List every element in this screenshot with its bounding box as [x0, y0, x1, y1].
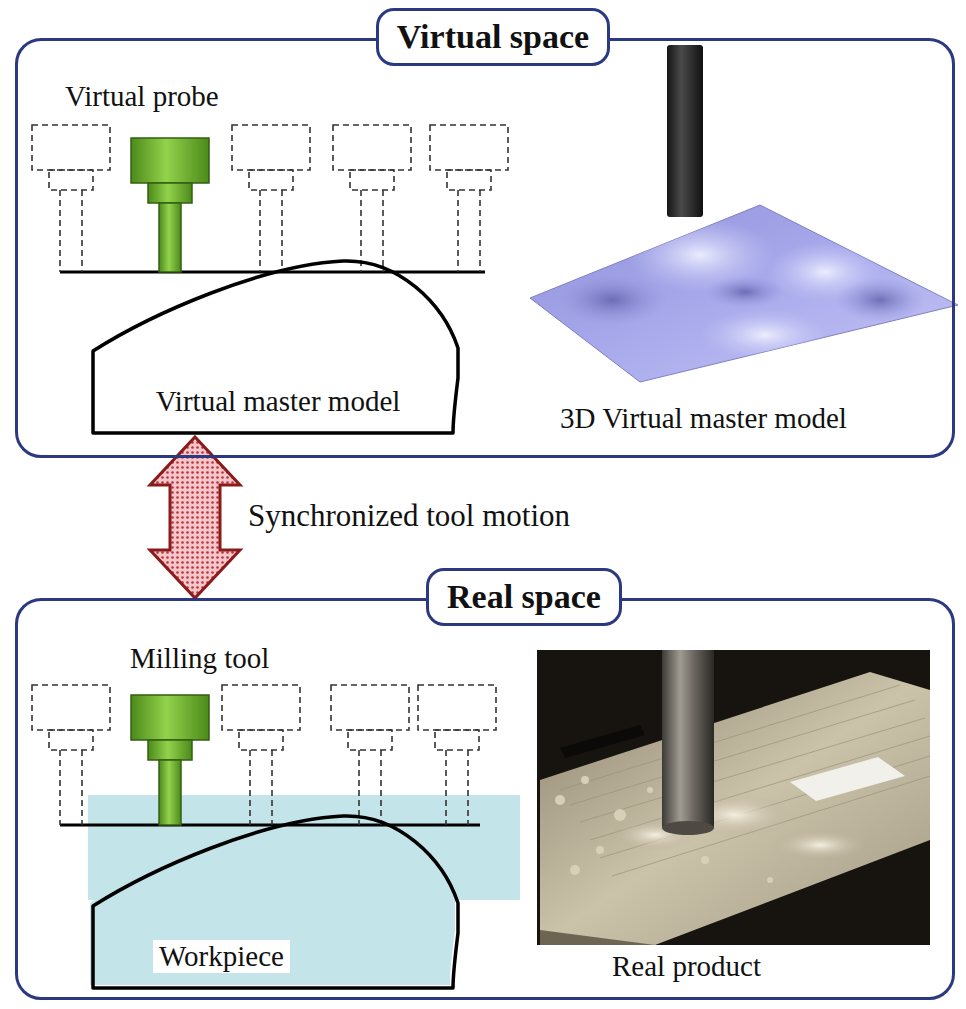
probe-outline-part: [32, 125, 110, 170]
tool-outline-part: [467, 750, 469, 825]
tool-path-line-part: [60, 824, 480, 827]
surface-model: [530, 45, 958, 382]
probe-outline-part: [232, 125, 310, 170]
surface-model-part: [530, 205, 958, 382]
probe-outline-part: [360, 190, 362, 272]
milling-tool-symbol: [131, 695, 209, 825]
tool-outline-part: [348, 730, 392, 750]
probe-outline-part: [457, 190, 459, 272]
probe-outline-part: [59, 190, 61, 272]
probe-outline-part: [333, 125, 411, 170]
caption-label: Milling tool: [130, 642, 269, 675]
panel-heading: Real space: [447, 577, 601, 616]
virtual-probe-symbol-part: [148, 183, 192, 203]
product-photo-part-part-part: [570, 700, 915, 805]
tool-outline-part: [271, 750, 273, 825]
product-photo-part-part-part: [581, 776, 589, 784]
probe-outline-part: [350, 170, 394, 190]
caption-label: 3D Virtual master model: [560, 402, 847, 435]
probe-outline: [32, 125, 508, 272]
virtual-probe-symbol-part: [131, 138, 209, 183]
tool-outline-part: [49, 730, 93, 750]
model-label: Virtual master model: [156, 385, 401, 418]
product-photo-part-part: [790, 757, 905, 801]
tool-outline: [32, 685, 496, 825]
probe-outline-part: [447, 170, 491, 190]
tool-path-line: [60, 272, 485, 825]
product-photo-part-part: [560, 685, 930, 876]
tool-outline-part: [380, 750, 382, 825]
panel-heading: Virtual space: [397, 17, 589, 56]
product-photo-part-part: [540, 930, 655, 945]
product-photo-part-part-part: [701, 856, 709, 864]
product-photo-part-part: [540, 672, 930, 945]
product-photo-part-part-part: [614, 809, 626, 821]
product-photo-part-part: [662, 650, 714, 828]
caption-label: Virtual probe: [65, 80, 219, 113]
probe-outline-part: [249, 170, 293, 190]
tool-outline-part: [418, 685, 496, 730]
probe-outline-part: [259, 190, 261, 272]
workpiece-shape: Workpiece: [91, 798, 528, 993]
shape-outline-path: [93, 816, 458, 988]
product-photo-part: [540, 650, 930, 945]
workpiece-label: Workpiece: [153, 940, 290, 973]
tool-outline-part: [331, 685, 409, 730]
workpiece-fill-part: [90, 813, 455, 985]
tool-outline-part: [32, 685, 110, 730]
product-photo-part-part-part: [555, 795, 565, 805]
product-photo-part-part-part: [767, 877, 773, 883]
product-photo-part-part-part: [596, 846, 604, 854]
shape-outline-path: [93, 261, 458, 433]
tool-outline-part: [222, 685, 300, 730]
product-photo-part-part: [560, 725, 645, 758]
product-photo-part: [537, 650, 930, 945]
milling-tool-symbol-part: [159, 760, 181, 825]
tool-outline-part: [249, 750, 251, 825]
product-photo-part-part: [662, 821, 714, 835]
master-model-shape: Virtual master model: [91, 255, 465, 437]
surface-model-part-part: [705, 276, 785, 308]
virtual-probe-symbol-part: [159, 203, 181, 272]
probe-outline-part: [281, 190, 283, 272]
edge-label: Synchronized tool motion: [248, 498, 570, 534]
surface-model-part: [557, 217, 925, 361]
probe-outline-part: [49, 170, 93, 190]
product-photo-part-part-part: [600, 756, 930, 858]
tool-outline-part: [435, 730, 479, 750]
probe-outline-part: [81, 190, 83, 272]
surface-model-part-part: [835, 278, 925, 322]
tool-outline-part: [239, 730, 283, 750]
milling-tool-symbol-part: [148, 740, 192, 760]
probe-outline-part: [479, 190, 481, 272]
panel-heading-tab: Virtual space: [376, 8, 610, 66]
milling-tool-symbol-part: [131, 695, 209, 740]
virtual-probe-symbol: [131, 138, 209, 272]
tool-outline-part: [81, 750, 83, 825]
caption-label: Real product: [612, 950, 761, 983]
product-photo-part-part: [770, 829, 870, 861]
product-photo-part-part-part: [570, 865, 580, 875]
surface-model-part-part: [557, 274, 667, 326]
product-photo: [537, 640, 930, 945]
tool-outline-part: [59, 750, 61, 825]
product-photo-part-part-part: [647, 787, 653, 793]
double-arrow: [150, 437, 240, 598]
surface-model-part: [667, 45, 703, 217]
probe-outline-part: [382, 190, 384, 272]
tool-outline-part: [445, 750, 447, 825]
panel-heading-tab: Real space: [426, 568, 622, 626]
probe-outline-part: [430, 125, 508, 170]
surface-model-part-part: [700, 309, 830, 361]
tool-outline-part: [358, 750, 360, 825]
